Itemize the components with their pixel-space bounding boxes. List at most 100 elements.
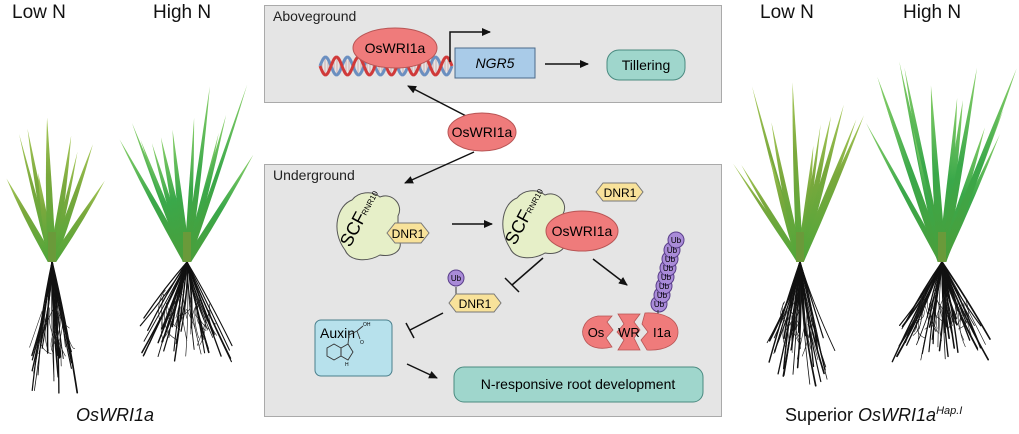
inhibit-dnr1-bar — [504, 277, 520, 293]
root-branch — [160, 308, 167, 342]
root-branch — [168, 295, 176, 317]
underground-title: Underground — [273, 167, 355, 183]
root — [185, 261, 189, 357]
leaf — [796, 119, 857, 263]
leaf — [182, 154, 254, 262]
root-branch — [951, 301, 957, 324]
stem — [48, 232, 56, 262]
bound-oswri1a-label: OsWRI1a — [552, 223, 613, 239]
right-caption-superscript: Hap.I — [936, 405, 963, 417]
scf-complex-2 — [502, 190, 566, 259]
root-branch — [959, 310, 966, 348]
leaf — [796, 104, 844, 262]
plant-right-low-n — [733, 82, 865, 387]
right-caption-prefix: Superior — [785, 405, 859, 425]
root — [144, 261, 188, 355]
leaf — [6, 178, 57, 262]
root-branch — [196, 298, 207, 331]
aboveground-oswri1a-label: OsWRI1a — [365, 40, 426, 56]
scf-complex-1 — [336, 192, 401, 261]
fragment-i1a — [640, 312, 679, 351]
leaf — [741, 164, 804, 262]
ub-unit-label: Ub — [657, 291, 668, 300]
root — [143, 261, 188, 319]
root-branch — [190, 297, 201, 335]
root-branch — [29, 310, 43, 348]
root — [777, 261, 801, 375]
leaf — [48, 135, 72, 262]
ngr5-label: NGR5 — [476, 55, 515, 71]
root-branch — [50, 327, 56, 354]
ub-unit — [667, 231, 685, 249]
leaf — [881, 89, 945, 262]
bound-oswri1a-shape — [545, 210, 619, 252]
root — [796, 261, 802, 369]
leaf — [937, 100, 963, 262]
ub-dnr1-circle — [447, 269, 465, 287]
root-branch — [958, 300, 969, 330]
fragment-os — [582, 315, 614, 349]
root-branch — [48, 307, 58, 346]
root-branch — [928, 303, 936, 332]
root — [896, 261, 943, 358]
ngr5-gene-box — [454, 47, 536, 79]
leaf — [47, 180, 105, 262]
root-branch — [934, 289, 945, 328]
root — [175, 261, 188, 345]
to-underground-arrow — [404, 151, 475, 184]
root-branch — [963, 303, 973, 339]
plant-left-high-n — [119, 84, 254, 363]
root — [799, 261, 836, 352]
root — [941, 261, 948, 328]
root-branch — [194, 307, 199, 339]
leaf — [183, 86, 210, 262]
leaf — [796, 116, 831, 263]
center-oswri1a-label: OsWRI1a — [452, 124, 513, 140]
root-branch — [927, 296, 938, 331]
leaf — [937, 68, 1017, 263]
root-branch — [917, 309, 920, 340]
root-branch — [164, 308, 177, 340]
root — [914, 261, 943, 333]
inhibit-auxin-line — [409, 312, 444, 331]
dnr1-free-shape — [595, 182, 644, 202]
ub-unit-label: Ub — [661, 273, 672, 282]
root-branch — [811, 314, 814, 337]
root-branch — [801, 321, 811, 357]
leaf — [45, 117, 57, 262]
root-branch — [935, 306, 938, 329]
fragment-i1a-label: I1a — [653, 325, 672, 340]
fragment-wr — [616, 313, 641, 351]
stem — [183, 232, 191, 262]
inhibit-auxin-bar — [405, 322, 415, 339]
ub-unit-label: Ub — [663, 264, 674, 273]
root — [51, 261, 62, 358]
root-branch — [918, 291, 925, 330]
root — [941, 261, 991, 340]
leaf — [184, 84, 248, 262]
aboveground-title: Aboveground — [273, 8, 357, 24]
auxin-oh: OH — [363, 322, 371, 328]
root-branch — [55, 312, 63, 349]
root — [941, 261, 982, 349]
root-branch — [786, 306, 790, 342]
auxin-h: H — [345, 362, 349, 368]
root-branch — [930, 307, 940, 334]
root — [186, 261, 205, 321]
leaf — [792, 82, 804, 262]
ub-unit-label: Ub — [665, 255, 676, 264]
root-branch — [51, 313, 61, 347]
root-branch — [780, 301, 786, 320]
leaf — [937, 127, 985, 262]
stem — [796, 232, 804, 262]
leaf — [930, 85, 947, 263]
ub-dnr1-text: DNR1 — [459, 297, 492, 311]
root — [186, 261, 233, 347]
leaf — [866, 122, 946, 262]
root — [186, 261, 215, 336]
ub-dnr1-label: Ub — [451, 274, 462, 283]
root — [147, 261, 188, 331]
root-branch — [186, 308, 196, 329]
root — [799, 261, 815, 368]
